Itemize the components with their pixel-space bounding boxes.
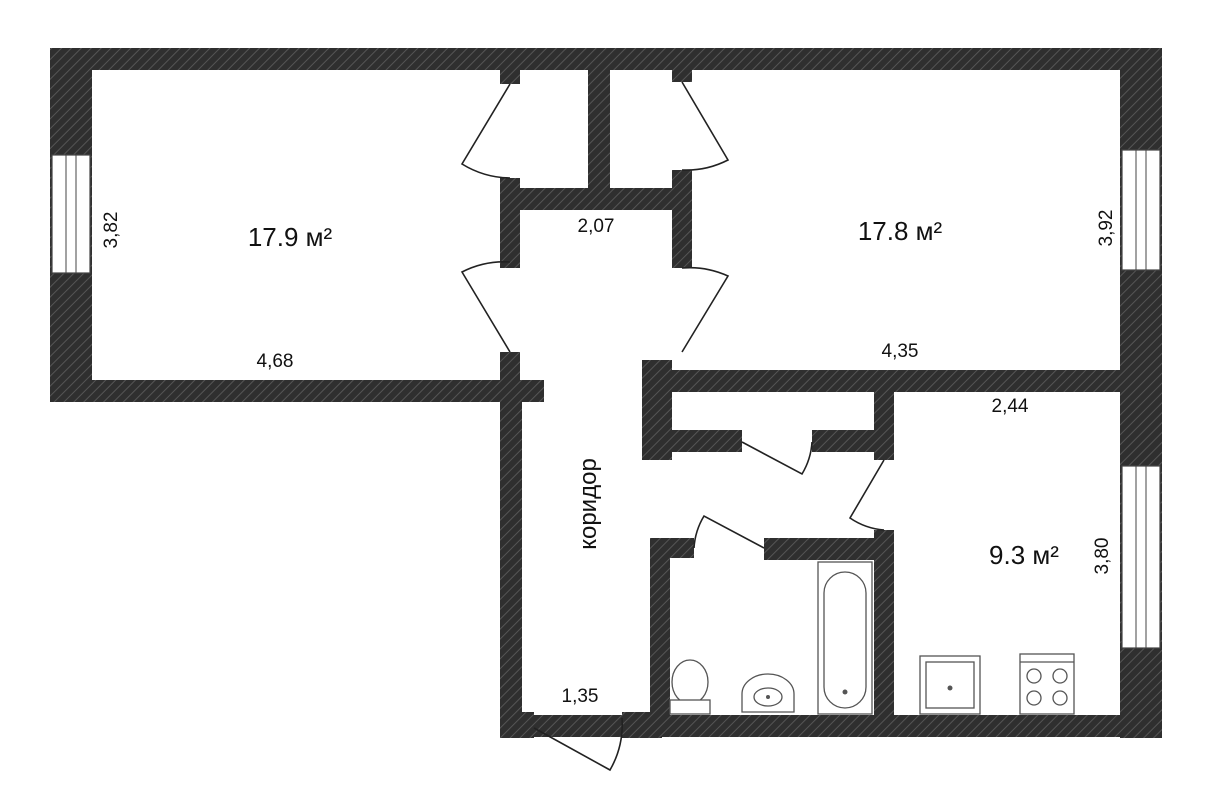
wall-bottom (500, 715, 1162, 737)
window-left (51, 154, 91, 274)
door-entrance (533, 717, 623, 772)
wall-wc-top-right (812, 430, 892, 452)
door-right-room (681, 266, 730, 353)
dim-entry-width: 1,35 (562, 686, 599, 707)
windows (51, 149, 1161, 649)
wall-kitchen-left-upper (874, 380, 894, 460)
door-left-room (460, 261, 511, 353)
door-left-closet (460, 83, 511, 179)
wall-stub-1 (500, 352, 520, 382)
dim-kitchen-width: 2,44 (992, 396, 1029, 417)
wall-bath-top-right (764, 538, 894, 560)
wall-entry-left (500, 712, 534, 738)
sink (741, 673, 795, 713)
wall-closet-middle (588, 62, 610, 210)
corridor-label: коридор (575, 458, 602, 550)
dim-left-height: 3,82 (101, 212, 122, 249)
room-right-area: 17.8 м² (858, 216, 943, 246)
kitchen-sink (919, 655, 981, 715)
kitchen-area: 9.3 м² (989, 540, 1059, 570)
wall-right-room-bottom (642, 370, 1162, 392)
dim-corridor-top: 2,07 (578, 216, 615, 237)
door-right-closet (681, 81, 730, 171)
window-right (1121, 149, 1161, 271)
door-wc (741, 441, 813, 476)
wall-kitchen-left-lower (874, 530, 894, 718)
wall-corridor-left (500, 380, 522, 738)
fixtures (669, 561, 1075, 715)
window-kitchen (1121, 465, 1161, 649)
wall-wc-top (642, 430, 742, 452)
wall-bath-left (650, 538, 670, 718)
wall-left-room-bottom (50, 380, 544, 402)
doors (460, 81, 885, 772)
toilet (669, 659, 711, 715)
bathtub (817, 561, 873, 715)
labels: 17.9 м² 17.8 м² 9.3 м² коридор 3,82 4,68… (101, 210, 1117, 707)
dim-left-width: 4,68 (257, 351, 294, 372)
dim-right-width: 4,35 (882, 341, 919, 362)
walls (50, 48, 1162, 738)
wall-top (50, 48, 1162, 70)
wall-stub-3 (672, 62, 692, 82)
room-left-area: 17.9 м² (248, 222, 333, 252)
dim-right-height: 3,92 (1096, 210, 1117, 247)
door-bathroom (693, 514, 765, 549)
door-kitchen (848, 459, 885, 531)
wall-stub-2 (500, 62, 520, 84)
dim-kitchen-height: 3,80 (1092, 538, 1113, 575)
wall-entry-right (622, 712, 662, 738)
stove (1019, 653, 1075, 715)
wall-corridor-right-upper (672, 170, 692, 268)
